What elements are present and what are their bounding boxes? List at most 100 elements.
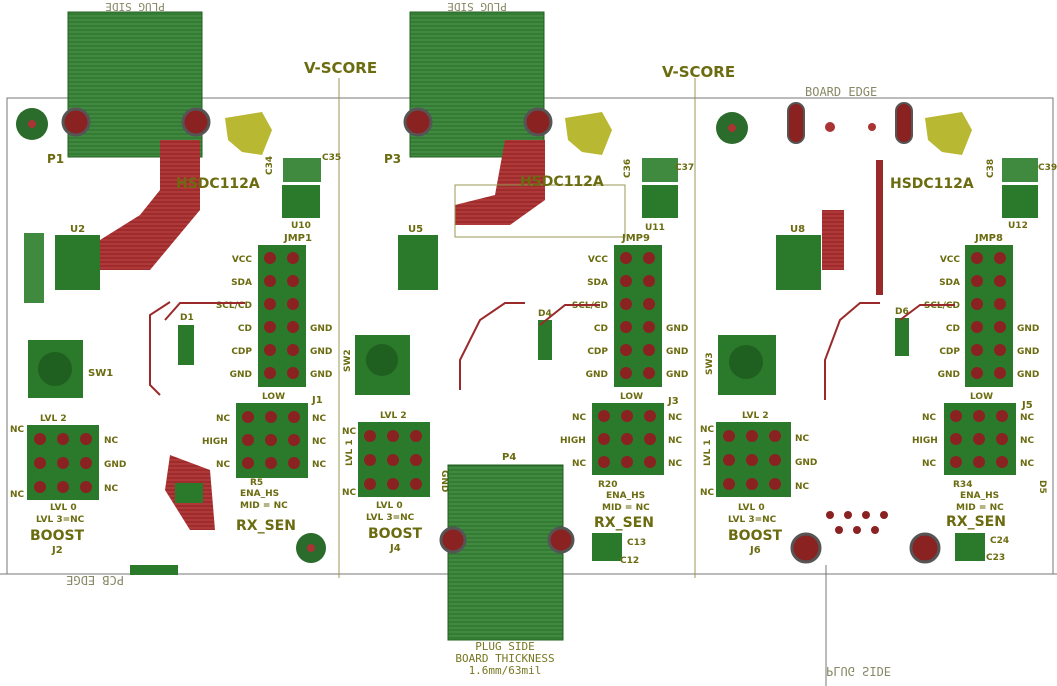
svg-text:GND: GND bbox=[1017, 347, 1039, 357]
svg-text:U8: U8 bbox=[790, 224, 805, 235]
svg-text:JMP1: JMP1 bbox=[283, 233, 312, 244]
svg-text:HIGH: HIGH bbox=[560, 436, 586, 446]
svg-text:NC: NC bbox=[668, 459, 683, 469]
svg-text:ENA_HS: ENA_HS bbox=[606, 491, 645, 501]
svg-text:SDA: SDA bbox=[231, 278, 252, 288]
svg-text:NC: NC bbox=[668, 436, 683, 446]
usb-connector-p3 bbox=[409, 11, 545, 158]
svg-text:HSDC112A: HSDC112A bbox=[520, 174, 604, 190]
svg-text:CD: CD bbox=[594, 324, 608, 334]
svg-text:GND: GND bbox=[938, 370, 960, 380]
svg-text:SW2: SW2 bbox=[343, 349, 353, 372]
svg-text:CDP: CDP bbox=[939, 347, 960, 357]
svg-text:RX_SEN: RX_SEN bbox=[946, 514, 1006, 530]
svg-text:LVL 3=NC: LVL 3=NC bbox=[36, 515, 85, 525]
svg-text:PLUG SIDE: PLUG SIDE bbox=[105, 0, 165, 13]
svg-text:D1: D1 bbox=[180, 313, 194, 323]
svg-text:P1: P1 bbox=[47, 152, 64, 166]
section-3: HSDC112A U8 U12 C38 C39 JMP8 VCC SDA SCL… bbox=[700, 102, 1057, 564]
svg-text:LVL 0: LVL 0 bbox=[376, 501, 403, 511]
svg-text:RX_SEN: RX_SEN bbox=[594, 515, 654, 531]
svg-text:BOOST: BOOST bbox=[30, 528, 85, 544]
svg-text:CD: CD bbox=[238, 324, 252, 334]
svg-text:C38: C38 bbox=[986, 159, 996, 178]
svg-text:ENA_HS: ENA_HS bbox=[240, 489, 279, 499]
svg-text:SDA: SDA bbox=[587, 278, 608, 288]
svg-text:NC: NC bbox=[1020, 436, 1035, 446]
svg-text:LVL 2: LVL 2 bbox=[40, 414, 67, 424]
svg-text:GND: GND bbox=[795, 458, 817, 468]
svg-text:HIGH: HIGH bbox=[202, 437, 228, 447]
svg-text:LVL 0: LVL 0 bbox=[50, 503, 77, 513]
svg-text:NC: NC bbox=[342, 488, 357, 498]
svg-text:LVL 0: LVL 0 bbox=[738, 503, 765, 513]
svg-text:C13: C13 bbox=[627, 538, 646, 548]
svg-text:C12: C12 bbox=[620, 556, 639, 566]
svg-text:LOW: LOW bbox=[970, 392, 993, 402]
svg-text:C24: C24 bbox=[990, 536, 1009, 546]
svg-text:GND: GND bbox=[586, 370, 608, 380]
svg-text:CDP: CDP bbox=[587, 347, 608, 357]
svg-text:GND: GND bbox=[666, 370, 688, 380]
svg-text:C37: C37 bbox=[675, 163, 694, 173]
svg-text:VCC: VCC bbox=[232, 255, 253, 265]
usb-connector-p1 bbox=[67, 11, 203, 158]
svg-text:J1: J1 bbox=[311, 395, 323, 406]
svg-text:ENA_HS: ENA_HS bbox=[960, 491, 999, 501]
svg-text:NC: NC bbox=[342, 427, 357, 437]
svg-text:LVL 3=NC: LVL 3=NC bbox=[366, 513, 415, 523]
svg-text:J4: J4 bbox=[389, 543, 401, 554]
svg-text:NC: NC bbox=[795, 434, 810, 444]
section-1: PLUG SIDE P1 HSDC112A U2 U10 C34 C35 JMP… bbox=[10, 0, 341, 575]
svg-text:NC: NC bbox=[312, 460, 327, 470]
svg-text:MID = NC: MID = NC bbox=[602, 503, 650, 513]
svg-text:HSDC112A: HSDC112A bbox=[890, 176, 974, 192]
v-score-label-1: V-SCORE bbox=[304, 59, 377, 77]
svg-text:U2: U2 bbox=[70, 224, 85, 235]
svg-text:LVL 1: LVL 1 bbox=[703, 439, 713, 466]
ti-logo-2 bbox=[565, 112, 612, 155]
svg-text:J3: J3 bbox=[667, 396, 679, 407]
svg-text:RX_SEN: RX_SEN bbox=[236, 518, 296, 534]
section-2: PLUG SIDE P3 HSDC112A U5 U11 C36 C37 JMP… bbox=[342, 0, 694, 677]
svg-text:U11: U11 bbox=[645, 223, 665, 233]
svg-text:JMP9: JMP9 bbox=[621, 233, 650, 244]
svg-text:NC: NC bbox=[572, 459, 587, 469]
ti-logo-3 bbox=[925, 112, 972, 155]
svg-text:GND: GND bbox=[104, 460, 126, 470]
svg-text:PLUG SIDE: PLUG SIDE bbox=[447, 0, 507, 13]
svg-text:C23: C23 bbox=[986, 553, 1005, 563]
svg-text:BOARD THICKNESS: BOARD THICKNESS bbox=[455, 652, 554, 665]
svg-text:SCL/CD: SCL/CD bbox=[216, 301, 252, 311]
svg-text:NC: NC bbox=[1020, 459, 1035, 469]
svg-text:R20: R20 bbox=[598, 480, 617, 490]
svg-text:GND: GND bbox=[439, 470, 449, 492]
svg-text:GND: GND bbox=[1017, 370, 1039, 380]
svg-text:NC: NC bbox=[10, 490, 25, 500]
svg-text:LVL 1: LVL 1 bbox=[345, 439, 355, 466]
svg-text:C39: C39 bbox=[1038, 163, 1057, 173]
svg-text:NC: NC bbox=[104, 484, 119, 494]
svg-text:LVL 3=NC: LVL 3=NC bbox=[728, 515, 777, 525]
svg-text:VCC: VCC bbox=[940, 255, 961, 265]
svg-text:MID = NC: MID = NC bbox=[240, 501, 288, 511]
svg-text:MID = NC: MID = NC bbox=[956, 503, 1004, 513]
svg-text:J2: J2 bbox=[51, 545, 63, 556]
svg-text:LVL 2: LVL 2 bbox=[380, 411, 407, 421]
svg-text:NC: NC bbox=[700, 425, 715, 435]
svg-text:NC: NC bbox=[216, 414, 231, 424]
svg-text:NC: NC bbox=[1020, 413, 1035, 423]
svg-text:BOOST: BOOST bbox=[368, 526, 423, 542]
svg-text:GND: GND bbox=[310, 370, 332, 380]
board-edge-label: BOARD EDGE bbox=[805, 85, 877, 99]
svg-text:BOOST: BOOST bbox=[728, 528, 783, 544]
svg-text:LVL 2: LVL 2 bbox=[742, 411, 769, 421]
usb-connector-p4 bbox=[447, 464, 564, 641]
plug-side-mirrored: PLUG SIDE bbox=[826, 664, 891, 678]
svg-text:VCC: VCC bbox=[588, 255, 609, 265]
svg-text:GND: GND bbox=[666, 324, 688, 334]
svg-text:C35: C35 bbox=[322, 153, 341, 163]
svg-text:PLUG SIDE: PLUG SIDE bbox=[475, 640, 535, 653]
svg-text:C36: C36 bbox=[623, 159, 633, 178]
